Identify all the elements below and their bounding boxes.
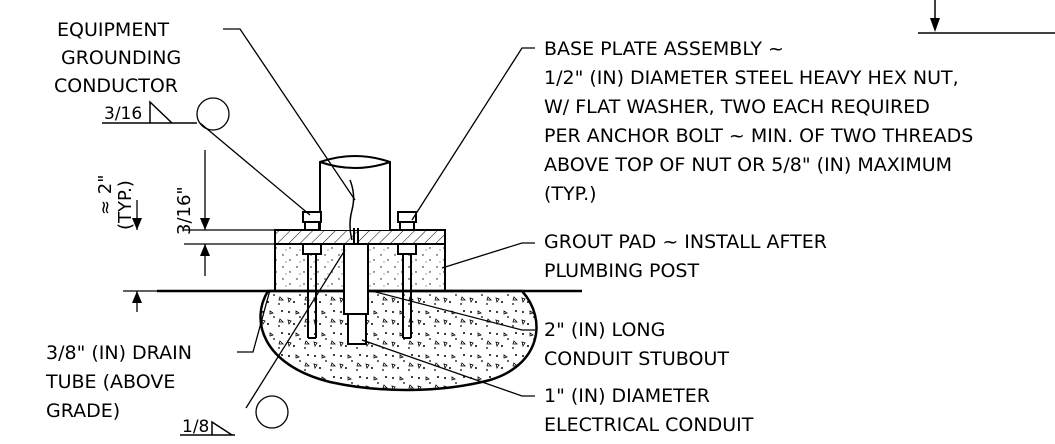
svg-text:GROUNDING: GROUNDING: [61, 47, 181, 69]
label-equipment-grounding-conductor: EQUIPMENT GROUNDING CONDUCTOR: [54, 19, 181, 97]
label-base-plate-assembly: BASE PLATE ASSEMBLY ~ 1/2" (IN) DIAMETER…: [544, 38, 973, 205]
svg-text:2" (IN) LONG: 2" (IN) LONG: [544, 319, 665, 341]
dimension-3-16-label: 3/16": [174, 186, 195, 235]
leader-base-plate: [411, 47, 535, 221]
svg-text:GRADE): GRADE): [46, 400, 120, 422]
dimension-typ-label: (TYP.): [115, 180, 136, 230]
weld-symbol-bottom: 1/8: [180, 395, 289, 437]
corner-reference-mark: [918, 0, 1055, 34]
leader-drain-tube: [237, 289, 271, 353]
label-electrical-conduit: 1" (IN) DIAMETER ELECTRICAL CONDUIT: [544, 385, 754, 436]
svg-text:GROUT PAD ~ INSTALL AFTER: GROUT PAD ~ INSTALL AFTER: [544, 231, 827, 253]
weld-size-bottom: 1/8: [182, 417, 209, 437]
dimension-approx-2: [123, 200, 157, 312]
base-plate: [274, 229, 446, 245]
dimension-3-16: [184, 150, 275, 276]
post: [319, 155, 391, 230]
label-grout-pad: GROUT PAD ~ INSTALL AFTER PLUMBING POST: [544, 231, 827, 282]
svg-text:3/8" (IN) DRAIN: 3/8" (IN) DRAIN: [46, 342, 192, 364]
svg-text:(TYP.): (TYP.): [544, 183, 597, 205]
label-drain-tube: 3/8" (IN) DRAIN TUBE (ABOVE GRADE): [45, 342, 192, 422]
svg-text:EQUIPMENT: EQUIPMENT: [57, 19, 170, 41]
dimension-approx-2-label: ≈ 2": [95, 174, 116, 215]
svg-text:W/ FLAT WASHER, TWO EACH REQUI: W/ FLAT WASHER, TWO EACH REQUIRED: [544, 96, 930, 118]
weld-symbol-top: 3/16: [102, 97, 230, 131]
svg-text:CONDUCTOR: CONDUCTOR: [54, 75, 178, 97]
weld-size-top: 3/16: [104, 104, 142, 124]
conduit-stubout: [343, 228, 369, 345]
anchor-bolt-right: [397, 211, 417, 339]
svg-text:PER ANCHOR BOLT ~ MIN. OF TWO: PER ANCHOR BOLT ~ MIN. OF TWO THREADS: [544, 125, 973, 147]
svg-text:ABOVE TOP OF NUT OR 5/8" (IN): ABOVE TOP OF NUT OR 5/8" (IN) MAXIMUM: [544, 154, 952, 176]
leader-stubout: [367, 289, 535, 331]
anchor-bolt-left: [302, 211, 322, 339]
leader-conduit: [361, 339, 535, 397]
leader-equipment-grounding: [223, 28, 356, 201]
svg-text:PLUMBING POST: PLUMBING POST: [544, 260, 699, 282]
svg-text:1" (IN) DIAMETER: 1" (IN) DIAMETER: [544, 385, 710, 407]
concrete-foundation: [259, 289, 538, 392]
grounding-conductor-wire: [349, 179, 355, 241]
svg-text:ELECTRICAL CONDUIT: ELECTRICAL CONDUIT: [544, 414, 754, 436]
leader-weld-bottom: [245, 249, 346, 409]
svg-text:1/2" (IN) DIAMETER STEEL HEAVY: 1/2" (IN) DIAMETER STEEL HEAVY HEX NUT,: [544, 67, 959, 89]
svg-text:TUBE (ABOVE: TUBE (ABOVE: [45, 371, 175, 393]
svg-text:CONDUIT STUBOUT: CONDUIT STUBOUT: [544, 348, 729, 370]
svg-text:BASE PLATE ASSEMBLY ~: BASE PLATE ASSEMBLY ~: [544, 38, 784, 60]
leader-grout-pad: [441, 242, 535, 269]
label-conduit-stubout: 2" (IN) LONG CONDUIT STUBOUT: [544, 319, 729, 370]
leader-weld-top: [199, 122, 311, 216]
